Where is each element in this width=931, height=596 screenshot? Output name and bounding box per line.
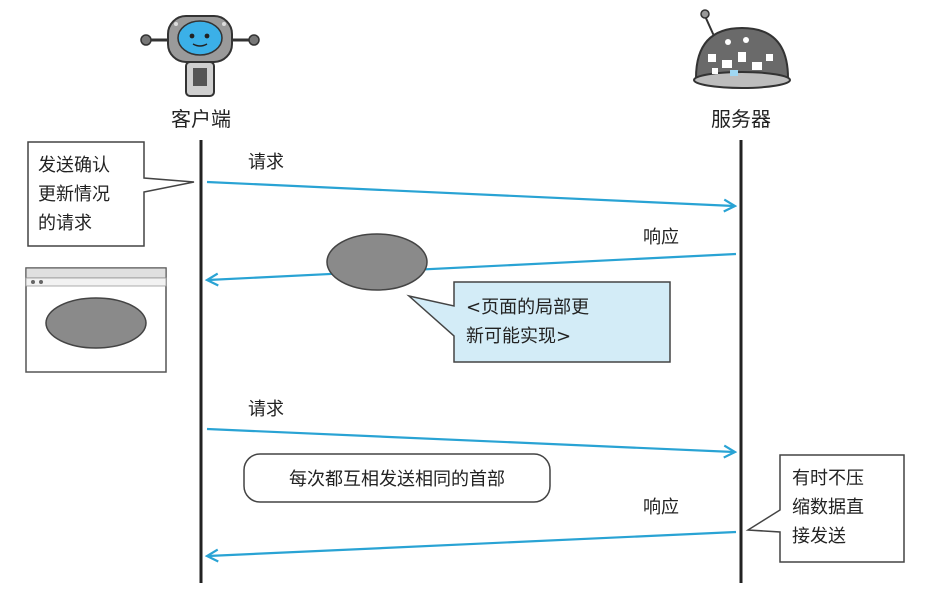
server-robot-icon — [693, 9, 791, 89]
request-arrow-2 — [206, 427, 734, 452]
confirm-callout: 发送确认 更新情况 的请求 — [27, 141, 195, 247]
response-label-2: 响应 — [643, 497, 679, 518]
confirm-callout-line-1: 发送确认 — [38, 155, 110, 176]
partial-update-line-1: <页面的局部更 — [466, 297, 589, 318]
same-header-callout: 每次都互相发送相同的首部 — [243, 453, 551, 503]
same-header-text: 每次都互相发送相同的首部 — [289, 469, 505, 490]
no-compress-line-3: 接发送 — [792, 526, 846, 547]
response-arrow-2 — [208, 530, 737, 556]
no-compress-callout: 有时不压 缩数据直 接发送 — [745, 454, 905, 563]
no-compress-line-1: 有时不压 — [792, 468, 864, 489]
response-arrow-1 — [208, 252, 737, 280]
browser-window-icon — [25, 267, 167, 373]
request-label-1: 请求 — [248, 152, 284, 173]
request-label-2: 请求 — [248, 399, 284, 420]
confirm-callout-line-2: 更新情况 — [38, 184, 110, 205]
data-blob — [326, 233, 428, 291]
no-compress-line-2: 缩数据直 — [792, 497, 864, 518]
client-robot-icon — [140, 15, 260, 97]
confirm-callout-line-3: 的请求 — [38, 213, 92, 234]
client-label: 客户端 — [171, 107, 231, 131]
server-label: 服务器 — [711, 107, 771, 131]
request-arrow-1 — [206, 180, 734, 206]
response-label-1: 响应 — [643, 227, 679, 248]
partial-update-callout: <页面的局部更 新可能实现> — [406, 281, 671, 363]
partial-update-line-2: 新可能实现> — [466, 326, 571, 347]
